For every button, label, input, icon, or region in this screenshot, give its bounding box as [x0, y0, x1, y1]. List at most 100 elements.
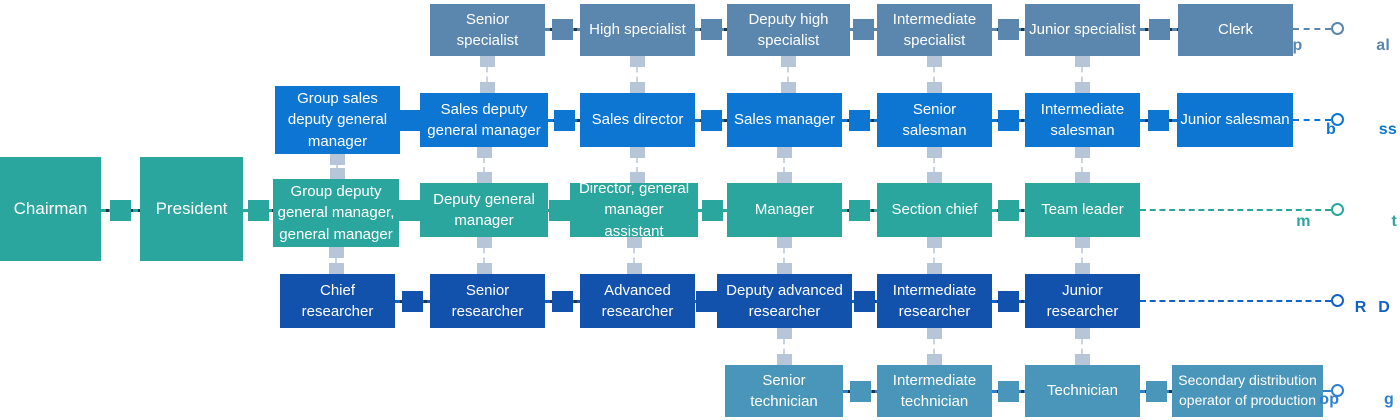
v-connector-line: [933, 147, 935, 183]
v-connector-line: [1081, 237, 1083, 274]
row-label-obscured-part: eratin: [1339, 391, 1384, 408]
row-label-professional: professional: [1292, 37, 1390, 55]
node-sales-director: Sales director: [580, 93, 695, 147]
v-connector-square: [927, 328, 942, 339]
v-connector-line: [483, 237, 485, 274]
v-connector-square: [777, 328, 792, 339]
h-connector-square: [998, 290, 1019, 312]
h-connector-square: [998, 199, 1019, 221]
h-connector-square: [849, 109, 870, 131]
h-connector-square: [552, 290, 573, 312]
v-connector-square: [480, 56, 495, 67]
v-connector-square: [477, 237, 492, 248]
node-section-chief: Section chief: [877, 183, 992, 237]
v-connector-line: [787, 56, 789, 93]
node-senior-researcher: Senior researcher: [430, 274, 545, 328]
node-deputy-general-manager: Deputy general manager: [420, 183, 548, 237]
h-connector-square: [998, 380, 1019, 402]
row-label-suffix: al: [1376, 37, 1390, 54]
v-connector-line: [783, 147, 785, 183]
row-label-prefix: R: [1354, 299, 1367, 316]
v-connector-square: [330, 154, 345, 165]
row-label-prefix: b: [1326, 121, 1336, 138]
v-connector-line: [633, 237, 635, 274]
v-connector-line: [336, 154, 338, 179]
h-connector-square: [1145, 380, 1167, 402]
v-connector-line: [1081, 328, 1083, 365]
business-axis-line: [1293, 119, 1331, 121]
node-clerk: Clerk: [1178, 4, 1293, 56]
v-connector-square: [630, 172, 645, 183]
node-intermediate-specialist: Intermediate specialist: [877, 4, 992, 56]
v-connector-line: [1081, 147, 1083, 183]
v-connector-square: [1075, 328, 1090, 339]
node-senior-salesman: Senior salesman: [877, 93, 992, 147]
h-connector-square: [849, 199, 870, 221]
row-label-prefix: p: [1292, 37, 1303, 54]
v-connector-square: [927, 237, 942, 248]
h-connector-square: [1148, 18, 1170, 40]
v-connector-square: [477, 263, 492, 274]
operating-axis-line: [1323, 390, 1331, 392]
h-connector-square: [1148, 109, 1169, 131]
row-label-suffix: D: [1378, 299, 1390, 316]
node-team-leader: Team leader: [1025, 183, 1140, 237]
row-label-suffix: g: [1384, 391, 1394, 408]
h-connector-square: [695, 290, 717, 312]
row-label-suffix: t: [1391, 213, 1397, 230]
v-connector-square: [1075, 147, 1090, 158]
operating-end-ring-icon: [1331, 384, 1344, 397]
v-connector-square: [329, 263, 344, 274]
v-connector-square: [777, 263, 792, 274]
business-end-ring-icon: [1331, 113, 1344, 126]
v-connector-square: [329, 247, 344, 258]
v-connector-square: [1075, 56, 1090, 67]
v-connector-square: [630, 56, 645, 67]
row-label-suffix: ss: [1378, 121, 1397, 138]
row-label-obscured-part: rofession: [1302, 37, 1376, 54]
row-label-operating: operating: [1319, 391, 1394, 409]
node-junior-salesman: Junior salesman: [1177, 93, 1293, 147]
h-connector-square: [853, 18, 874, 40]
v-connector-line: [483, 147, 485, 183]
row-label-business: business: [1326, 121, 1397, 139]
v-connector-line: [1081, 56, 1083, 93]
v-connector-line: [636, 56, 638, 93]
node-director-general-manager-assistant: Director, general manager assistant: [570, 180, 698, 240]
v-connector-square: [1075, 354, 1090, 365]
h-connector-square: [247, 199, 269, 221]
v-connector-line: [933, 56, 935, 93]
node-deputy-high-specialist: Deputy high specialist: [727, 4, 850, 56]
h-connector-square: [548, 199, 570, 221]
node-deputy-advanced-researcher: Deputy advanced researcher: [717, 274, 852, 328]
v-connector-line: [783, 237, 785, 274]
h-connector-square: [700, 18, 722, 40]
v-connector-square: [781, 82, 796, 93]
v-connector-square: [630, 147, 645, 158]
h-connector-square: [110, 199, 131, 221]
v-connector-line: [783, 328, 785, 365]
management-end-ring-icon: [1331, 203, 1344, 216]
professional-axis-line: [1293, 28, 1331, 30]
node-senior-specialist: Senior specialist: [430, 4, 545, 56]
h-connector-square: [854, 290, 875, 312]
v-connector-square: [927, 56, 942, 67]
h-connector-square: [702, 199, 723, 221]
v-connector-square: [927, 354, 942, 365]
v-connector-square: [777, 354, 792, 365]
v-connector-square: [777, 147, 792, 158]
node-sales-deputy-general-manager: Sales deputy general manager: [420, 93, 548, 147]
row-label-obscured-part: usine: [1336, 121, 1379, 138]
row-label-rnd: R&D: [1355, 299, 1390, 317]
node-secondary-distribution-operator-of-production: Secondary distribution operator of produ…: [1172, 365, 1323, 417]
node-junior-specialist: Junior specialist: [1025, 4, 1140, 56]
v-connector-line: [636, 147, 638, 183]
node-chairman: Chairman: [0, 157, 101, 261]
v-connector-square: [477, 172, 492, 183]
h-connector-square: [553, 109, 575, 131]
rnd-end-ring-icon: [1331, 294, 1344, 307]
node-senior-technician: Senior technician: [725, 365, 843, 417]
v-connector-square: [927, 147, 942, 158]
row-label-prefix: op: [1319, 391, 1340, 408]
